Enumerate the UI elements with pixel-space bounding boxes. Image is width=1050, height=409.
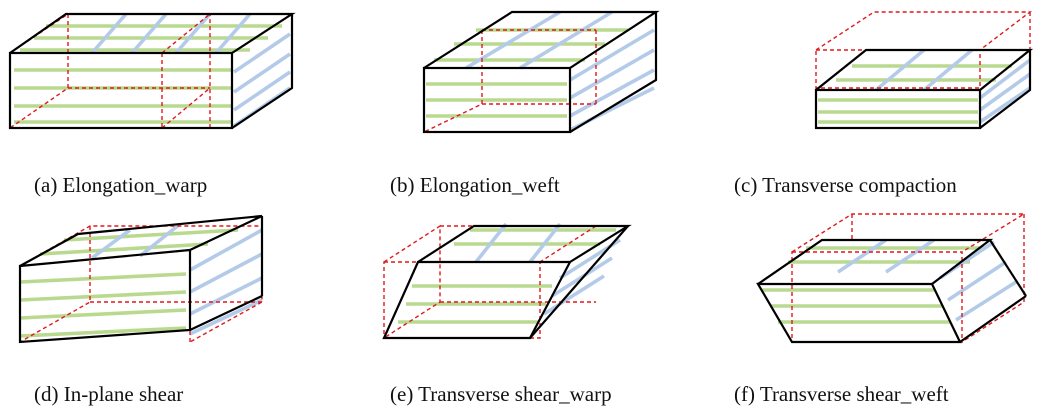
panel-d-warp-yarns <box>19 228 239 338</box>
panel-c-warp-yarns <box>818 64 1012 124</box>
panel-e-weft-yarns <box>474 222 621 316</box>
panel-d-deformed-outline <box>18 214 264 344</box>
panel-b-deformed-outline <box>422 10 660 134</box>
panel-d-weft-yarns <box>90 222 263 336</box>
caption-a: (a) Elongation_warp <box>34 173 207 197</box>
panel-b-reference-outline <box>423 29 597 133</box>
panel-f: (f) Transverse shear_weft <box>734 213 1027 406</box>
panel-e-deformed-outline <box>382 224 632 340</box>
panel-e: (e) Transverse shear_warp <box>382 222 632 406</box>
caption-d: (d) In-plane shear <box>34 382 183 406</box>
caption-b: (b) Elongation_weft <box>390 173 560 197</box>
panel-b: (b) Elongation_weft <box>390 10 660 197</box>
panel-a-warp-yarns <box>14 24 282 124</box>
panel-f-deformed-outline <box>756 238 1027 344</box>
panel-b-warp-yarns <box>426 28 628 118</box>
panel-e-warp-yarns <box>398 228 616 324</box>
panel-d-reference-outline <box>19 225 263 343</box>
panel-a-deformed-outline <box>8 12 296 130</box>
panel-b-weft-yarns <box>465 10 655 132</box>
panel-c-weft-yarns <box>874 48 1032 124</box>
panel-f-weft-yarns <box>837 238 1017 322</box>
caption-f: (f) Transverse shear_weft <box>734 382 949 406</box>
panel-c-deformed-outline <box>814 48 1034 130</box>
panel-a: (a) Elongation_warp <box>8 12 296 197</box>
panel-f-warp-yarns <box>762 246 986 324</box>
panel-c-reference-outline <box>815 11 1033 89</box>
caption-c: (c) Transverse compaction <box>734 173 957 197</box>
panel-d: (d) In-plane shear <box>18 214 264 406</box>
panel-c: (c) Transverse compaction <box>734 11 1034 197</box>
caption-e: (e) Transverse shear_warp <box>390 382 612 406</box>
